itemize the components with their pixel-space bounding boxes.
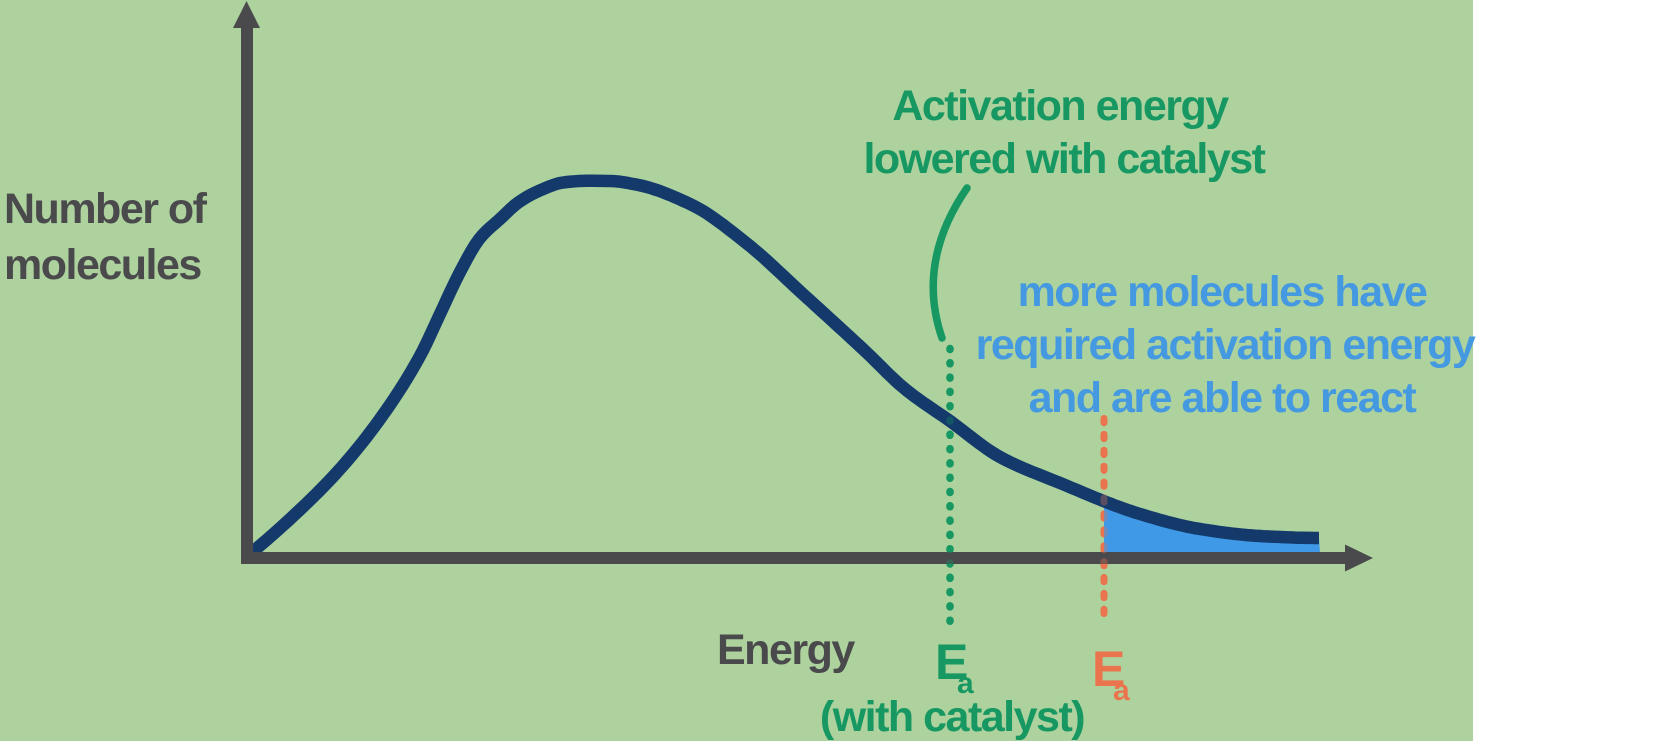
svg-text:more molecules have: more molecules have — [1018, 268, 1427, 316]
svg-text:E: E — [935, 634, 968, 690]
svg-text:a: a — [1113, 674, 1130, 707]
svg-text:molecules: molecules — [4, 241, 201, 289]
svg-text:lowered with catalyst: lowered with catalyst — [863, 135, 1265, 183]
svg-text:a: a — [957, 667, 974, 700]
svg-text:required activation energy: required activation energy — [976, 321, 1476, 369]
svg-text:E: E — [1092, 641, 1125, 697]
svg-text:Energy: Energy — [717, 626, 855, 674]
svg-text:(with catalyst): (with catalyst) — [820, 693, 1084, 741]
svg-text:Number of: Number of — [4, 185, 208, 233]
svg-text:and are able to react: and are able to react — [1029, 374, 1417, 422]
svg-text:Activation energy: Activation energy — [892, 82, 1229, 130]
